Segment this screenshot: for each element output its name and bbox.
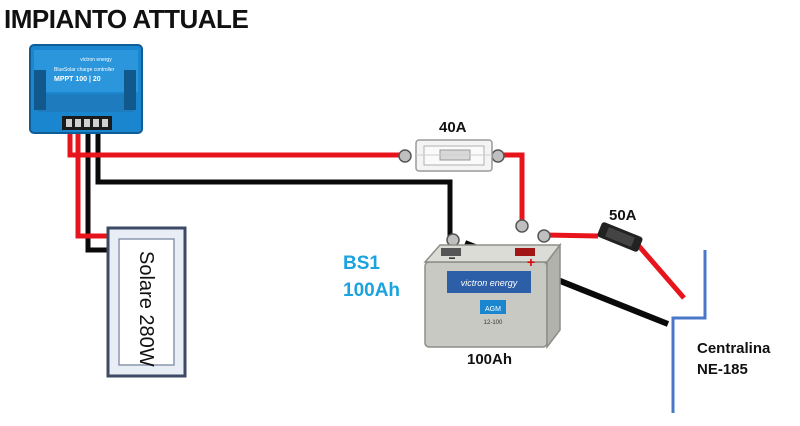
load-line2: NE-185 bbox=[697, 361, 748, 378]
battery-name: BS1 bbox=[343, 253, 380, 274]
controller-brand: victron energy bbox=[80, 57, 112, 63]
positive-wire-battery-fuse bbox=[544, 232, 599, 239]
positive-wire-fuse-battery bbox=[495, 152, 525, 222]
ring-terminal bbox=[446, 233, 460, 247]
fuse-load-label: 50A bbox=[609, 207, 637, 224]
battery-type: AGM bbox=[485, 306, 501, 313]
solar-panel-label: Solare 280W bbox=[135, 251, 157, 367]
battery-voltage: 12-100 bbox=[484, 320, 503, 326]
ring-terminal bbox=[398, 149, 412, 163]
battery-brand: victron energy bbox=[461, 278, 518, 288]
negative-wire-panel bbox=[85, 118, 112, 253]
page-title: IMPIANTO ATTUALE bbox=[4, 4, 249, 34]
controller-model: MPPT 100 | 20 bbox=[54, 76, 101, 83]
load-line1: Centralina bbox=[697, 340, 771, 357]
battery-tag: BS1 100Ah bbox=[343, 250, 400, 304]
ring-terminals bbox=[398, 149, 551, 247]
battery-minus-sign: − bbox=[448, 251, 455, 265]
ring-terminal bbox=[491, 149, 505, 163]
fuse-load-50a bbox=[597, 222, 643, 252]
controller-line1: BlueSolar charge controller bbox=[54, 67, 115, 73]
positive-wire-fuse-load bbox=[636, 243, 686, 300]
positive-wire-panel bbox=[75, 118, 112, 239]
ring-terminal bbox=[537, 229, 551, 243]
fuse-main-40a bbox=[415, 139, 493, 172]
load-label: Centralina NE-185 bbox=[697, 338, 770, 380]
mppt-controller bbox=[29, 44, 143, 134]
fuse-main-label: 40A bbox=[439, 119, 467, 136]
solar-panel bbox=[106, 226, 187, 378]
battery-capacity-tag: 100Ah bbox=[343, 280, 401, 301]
negative-wire-controller-battery bbox=[95, 118, 453, 238]
ring-terminal bbox=[515, 219, 529, 233]
load-centralina-outline bbox=[671, 250, 707, 413]
battery-bs1 bbox=[423, 242, 562, 350]
battery-plus-sign: + bbox=[527, 254, 535, 270]
battery-caption: 100Ah bbox=[467, 351, 513, 368]
